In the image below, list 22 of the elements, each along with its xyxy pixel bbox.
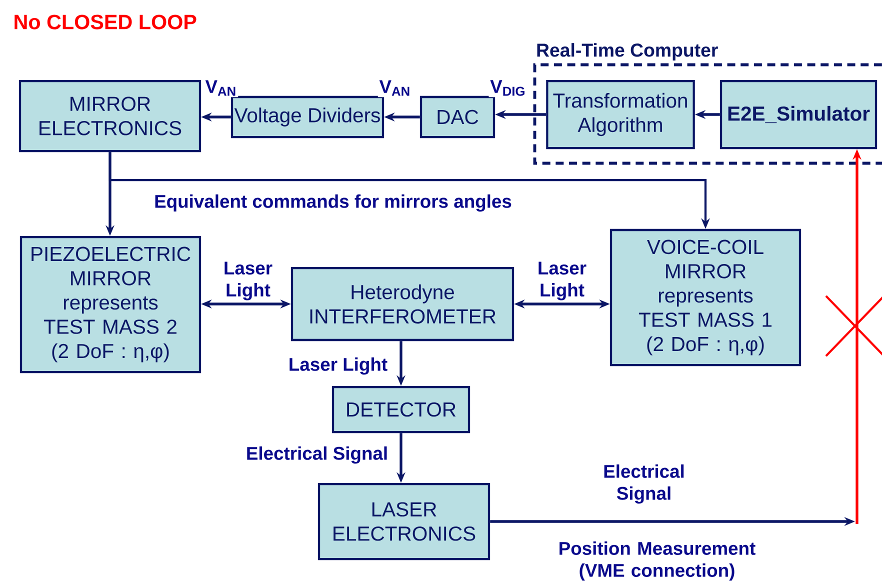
edge-label: V$_{DIG}$ — [490, 80, 524, 96]
edge-label: V$_{AN}$ — [379, 80, 410, 96]
note-label: Equivalent commands for mirrors angles — [155, 194, 512, 212]
process-box: Heterodyne INTERFEROMETER — [290, 266, 514, 342]
edge-label: Laser Light — [224, 262, 272, 300]
process-box: Transformation Algorithm — [546, 80, 695, 150]
note-label: Position Measurement (VME connection) — [560, 541, 756, 581]
edge-label: V$_{AN}$ — [205, 80, 236, 96]
title: No CLOSED LOOP — [14, 14, 196, 30]
process-box: DETECTOR — [332, 386, 470, 434]
process-box: DAC — [420, 96, 496, 138]
process-box: VOICE-COIL MIRROR represents TEST MASS 1 (2 DoF : η,φ) — [610, 228, 802, 366]
edge-label: Electrical Signal — [604, 464, 684, 504]
edge-label: Laser Light — [538, 262, 586, 300]
process-box: MIRROR ELECTRONICS — [18, 80, 202, 152]
process-box: E2E_Simulator — [720, 80, 878, 150]
process-box: LASER ELECTRONICS — [318, 482, 490, 560]
group-heading: Real-Time Computer — [537, 43, 718, 60]
process-box: PIEZOELECTRIC MIRROR represents TEST MASS 2 (2 DoF : η,φ) — [20, 236, 202, 374]
edge-label: Laser Light — [290, 357, 388, 375]
edge-label: Electrical Signal — [247, 446, 387, 464]
process-box: Voltage Dividers — [230, 96, 384, 138]
